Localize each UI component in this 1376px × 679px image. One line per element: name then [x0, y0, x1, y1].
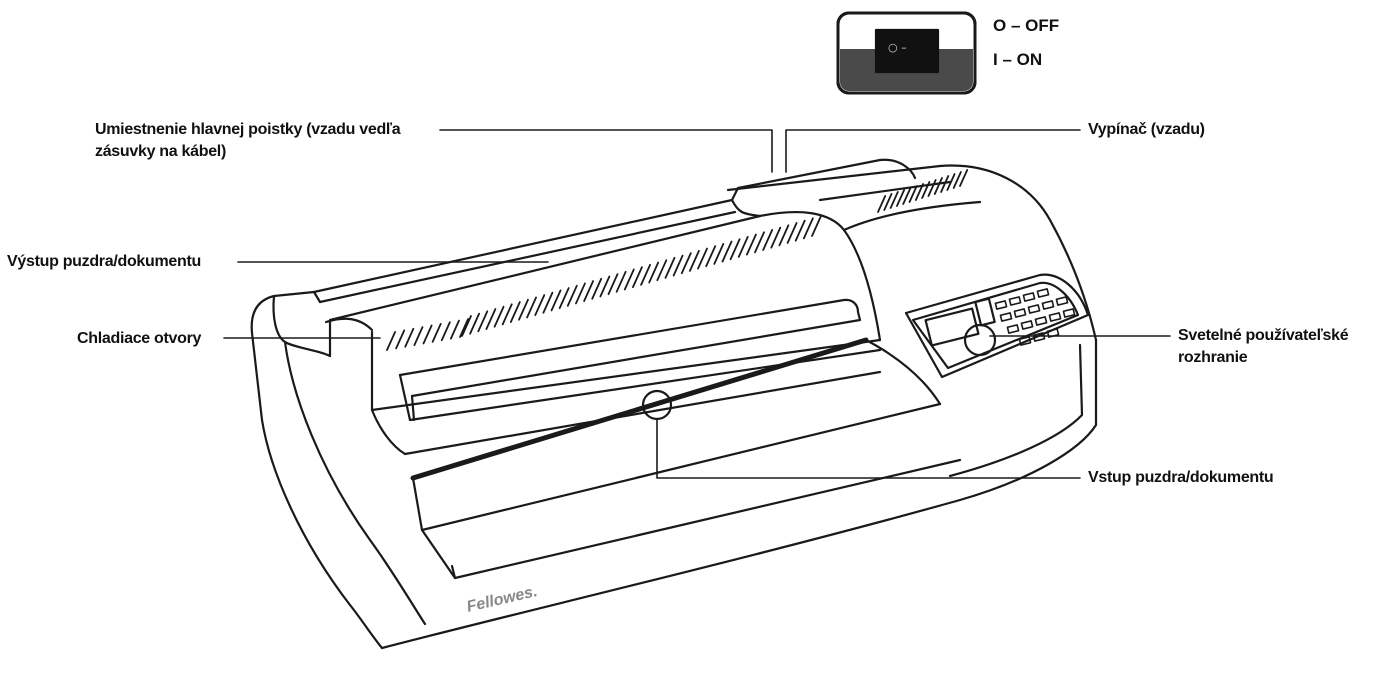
right-housing [726, 164, 1098, 379]
label-power-switch: Vypínač (vzadu) [1088, 121, 1205, 138]
vent-slat [786, 222, 798, 244]
switch-on-label: I – ON [993, 50, 1043, 69]
vent-slat [623, 268, 635, 291]
vent-slat [745, 233, 757, 256]
vent-slat [459, 318, 470, 338]
vent-slat [404, 327, 415, 348]
vent-slat [902, 187, 912, 205]
vent-slat [664, 256, 676, 279]
vent-slat [689, 249, 700, 272]
switch-symbol: ○ – [888, 41, 907, 54]
label-vents: Chladiace otvory [77, 330, 202, 347]
vent-slat [940, 175, 950, 193]
vent-slat [729, 238, 741, 261]
vent-slat [501, 303, 513, 326]
vent-slat [422, 324, 433, 345]
vent-slat [721, 240, 733, 263]
vent-slat [583, 280, 594, 303]
label-entry: Vstup puzdra/dokumentu [1088, 469, 1274, 486]
vent-slat [889, 191, 899, 209]
vent-slat [672, 254, 684, 277]
vent-slat [395, 329, 406, 350]
vent-slat [591, 277, 603, 300]
vent-slat [550, 289, 562, 312]
vent-slat [762, 229, 774, 251]
vent-slat [656, 259, 668, 282]
vent-slat [877, 195, 887, 213]
vent-slat [794, 219, 806, 242]
vent-slat [575, 282, 586, 305]
vent-slat [705, 245, 717, 268]
vent-slat [509, 301, 521, 323]
vent-slat [386, 331, 397, 351]
vent-slat [461, 315, 472, 337]
vent-slat [697, 247, 708, 270]
vent-slat [883, 193, 893, 211]
vent-slat [959, 169, 969, 187]
vent-slat [802, 217, 814, 240]
switch-off-label: O – OFF [993, 16, 1060, 35]
vent-slat [770, 226, 782, 249]
vent-slat [908, 185, 918, 203]
vent-slat [921, 181, 931, 199]
vent-slat [518, 298, 529, 321]
vent-slat [952, 171, 962, 189]
vent-slat [914, 183, 924, 201]
vent-slat [477, 310, 489, 333]
vent-slat [449, 319, 460, 340]
keypad [994, 288, 1076, 346]
vent-slat [599, 275, 611, 298]
label-fuse-line1: Umiestnenie hlavnej poistky (vzadu vedľa [95, 121, 401, 138]
vent-slat [526, 296, 538, 319]
vent-slat [632, 266, 643, 289]
power-switch-inset [836, 11, 977, 95]
label-exit: Výstup puzdra/dokumentu [7, 253, 201, 270]
vent-slat [680, 252, 692, 275]
vent-slat [713, 243, 725, 265]
vent-slat [542, 291, 554, 314]
vent-slat [469, 312, 481, 335]
vent-slat [737, 236, 749, 258]
vent-slat [811, 215, 822, 237]
vent-slat [933, 177, 943, 195]
vent-slat [896, 189, 906, 207]
vent-slat [413, 326, 424, 347]
vent-slat [440, 321, 451, 342]
label-fuse-line2: zásuvky na kábel) [95, 143, 226, 160]
vent-slat [640, 263, 651, 286]
vent-slat [615, 270, 627, 293]
base-body [250, 290, 1098, 650]
vent-slat [778, 224, 790, 247]
vent-slat [566, 284, 578, 307]
vent-slat [754, 231, 765, 254]
vent-slat [493, 305, 505, 328]
vent-slat [431, 322, 442, 343]
vent-slat [558, 287, 570, 309]
cooling-vents [386, 215, 822, 351]
vent-slat [648, 261, 660, 284]
label-interface-line1: Svetelné používateľské [1178, 327, 1349, 344]
label-interface-line2: rozhranie [1178, 349, 1248, 366]
housing-vents [877, 169, 969, 213]
vent-slat [534, 294, 546, 316]
vent-slat [607, 273, 619, 296]
leader-lines [223, 129, 1171, 479]
vent-slat [485, 308, 497, 330]
vent-slat [927, 179, 937, 197]
vent-slat [946, 173, 956, 191]
